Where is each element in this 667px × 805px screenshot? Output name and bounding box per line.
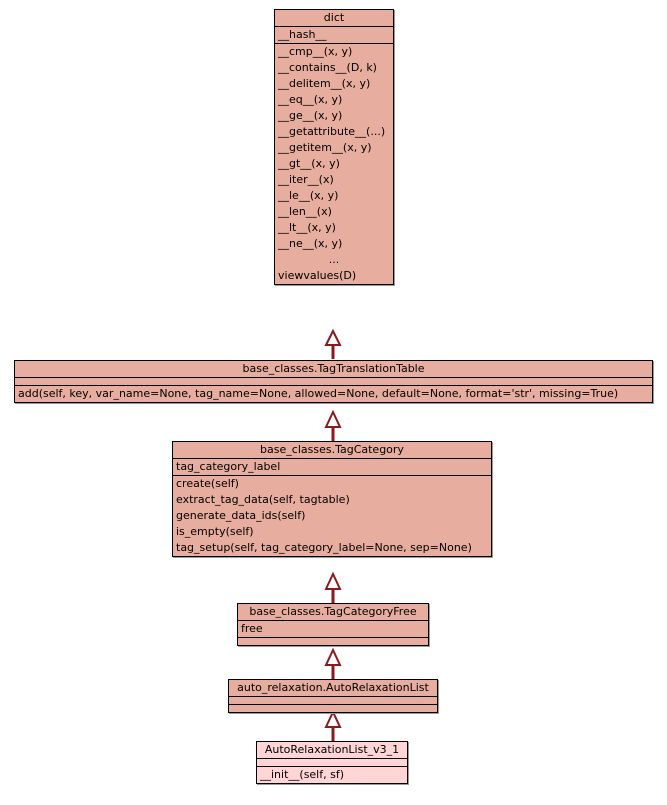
class-methods-compartment: add(self, key, var_name=None, tag_name=N… <box>15 386 652 402</box>
methods-empty <box>229 705 437 712</box>
class-box-autorelaxationlist-v3-1[interactable]: AutoRelaxationList_v3_1 __init__(self, s… <box>256 741 408 784</box>
class-box-tagtranslationtable[interactable]: base_classes.TagTranslationTable add(sel… <box>14 360 653 403</box>
class-attributes-compartment <box>229 697 437 705</box>
method-row: __cmp__(x, y) <box>278 45 353 58</box>
class-methods-compartment: __cmp__(x, y) __contains__(D, k) __delit… <box>275 44 393 284</box>
class-title-compartment: base_classes.TagTranslationTable <box>15 361 652 378</box>
class-box-tagcategory[interactable]: base_classes.TagCategory tag_category_la… <box>172 441 492 557</box>
attributes-empty <box>15 378 652 385</box>
attribute-row: __hash__ <box>278 28 327 41</box>
method-row: viewvalues(D) <box>278 269 357 282</box>
class-title-compartment: base_classes.TagCategory <box>173 442 491 459</box>
class-attributes-compartment <box>257 759 407 767</box>
class-attributes-compartment: tag_category_label <box>173 459 491 476</box>
edge-autorelaxationlistv31-to-autorelaxationlist <box>324 709 342 741</box>
method-row: generate_data_ids(self) <box>176 509 306 522</box>
class-attributes-compartment <box>15 378 652 386</box>
method-row: __gt__(x, y) <box>278 157 340 170</box>
attribute-row: free <box>241 622 263 635</box>
attributes-empty <box>229 697 437 704</box>
class-name: base_classes.TagCategory <box>260 443 404 456</box>
class-box-dict[interactable]: dict __hash__ __cmp__(x, y) __contains__… <box>274 9 394 285</box>
class-title-compartment: auto_relaxation.AutoRelaxationList <box>229 680 437 697</box>
class-name: AutoRelaxationList_v3_1 <box>264 743 400 756</box>
class-title-compartment: base_classes.TagCategoryFree <box>238 604 428 621</box>
method-row: __init__(self, sf) <box>260 768 345 781</box>
method-row: __le__(x, y) <box>278 189 339 202</box>
edge-autorelaxationlist-to-tagcategoryfree <box>324 647 342 679</box>
method-row: __lt__(x, y) <box>278 221 336 234</box>
class-name: base_classes.TagTranslationTable <box>242 362 425 375</box>
class-box-tagcategoryfree[interactable]: base_classes.TagCategoryFree free <box>237 603 429 646</box>
class-attributes-compartment: free <box>238 621 428 638</box>
method-row: tag_setup(self, tag_category_label=None,… <box>176 541 472 554</box>
method-row: create(self) <box>176 477 239 490</box>
class-box-autorelaxationlist[interactable]: auto_relaxation.AutoRelaxationList <box>228 679 438 713</box>
class-title-compartment: AutoRelaxationList_v3_1 <box>257 742 407 759</box>
class-methods-compartment: __init__(self, sf) <box>257 767 407 783</box>
edge-tagtranslationtable-to-dict <box>324 328 342 359</box>
method-ellipsis-row: ... <box>328 253 340 266</box>
class-name: auto_relaxation.AutoRelaxationList <box>237 681 429 694</box>
method-row: add(self, key, var_name=None, tag_name=N… <box>18 387 619 400</box>
attributes-empty <box>257 759 407 766</box>
method-row: __len__(x) <box>278 205 332 218</box>
edge-tagcategory-to-tagtranslationtable <box>324 409 342 441</box>
method-row: __ge__(x, y) <box>278 109 343 122</box>
class-name: dict <box>323 11 345 24</box>
method-row: is_empty(self) <box>176 525 254 538</box>
method-row: __getattribute__(...) <box>278 125 386 138</box>
attribute-row: tag_category_label <box>176 460 281 473</box>
class-methods-compartment <box>229 705 437 712</box>
method-row: __eq__(x, y) <box>278 93 343 106</box>
class-name: base_classes.TagCategoryFree <box>249 605 417 618</box>
methods-empty <box>238 638 428 645</box>
class-methods-compartment <box>238 638 428 645</box>
method-row: __contains__(D, k) <box>278 61 377 74</box>
method-row: __iter__(x) <box>278 173 334 186</box>
method-row: __ne__(x, y) <box>278 237 343 250</box>
method-row: __delitem__(x, y) <box>278 77 371 90</box>
method-row: __getitem__(x, y) <box>278 141 372 154</box>
method-row: extract_tag_data(self, tagtable) <box>176 493 350 506</box>
class-methods-compartment: create(self) extract_tag_data(self, tagt… <box>173 476 491 556</box>
class-title-compartment: dict <box>275 10 393 27</box>
class-attributes-compartment: __hash__ <box>275 27 393 44</box>
edge-tagcategoryfree-to-tagcategory <box>324 571 342 603</box>
